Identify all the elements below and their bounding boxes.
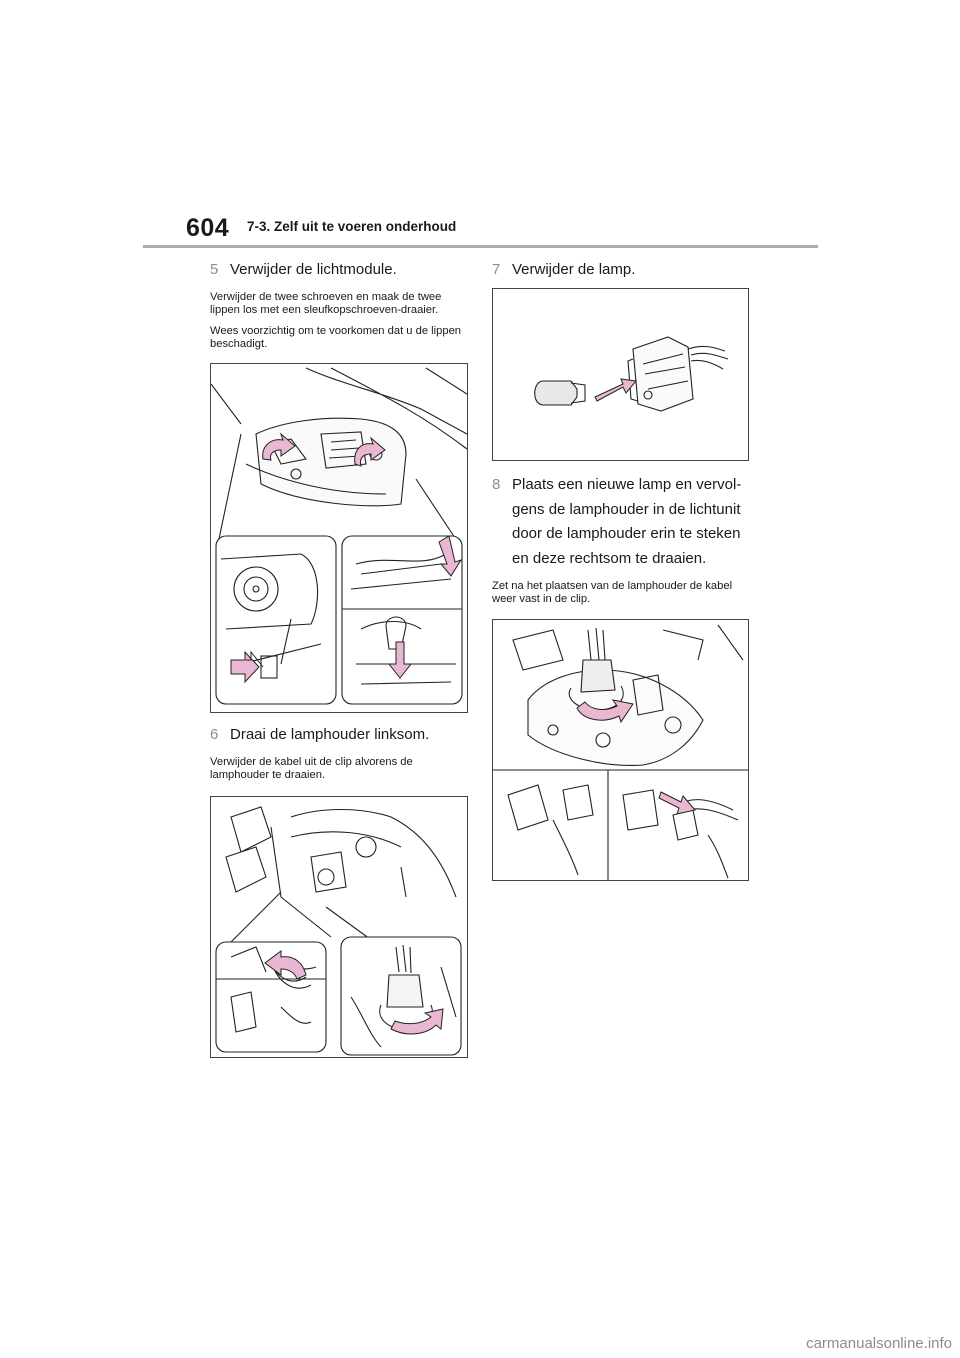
figure-install-lamp-holder (492, 619, 749, 881)
install-lamp-holder-illustration (493, 624, 748, 880)
step-7-number: 7 (492, 261, 501, 278)
figure-remove-bulb (492, 288, 749, 461)
step-8-title: Plaats een nieuwe lamp en vervol-gens de… (512, 476, 742, 567)
figure-lamp-holder-counterclockwise (210, 796, 468, 1058)
step-7-heading: 7 Verwijder de lamp. (492, 258, 750, 282)
figure-light-module (210, 363, 468, 713)
step-7-title: Verwijder de lamp. (512, 261, 636, 278)
remove-bulb-illustration (534, 336, 729, 412)
step-6-heading: 6 Draai de lamphouder linksom. (210, 723, 468, 747)
step-8-number: 8 (492, 476, 501, 493)
right-column: 7 Verwijder de lamp. 8 Plaats een nieuwe l… (492, 258, 750, 881)
left-column: 5 Verwijder de lichtmodule. Verwijder de … (210, 258, 468, 1058)
step-5-title: Verwijder de lichtmodule. (230, 261, 397, 278)
header-rule (143, 245, 818, 248)
step-6-title: Draai de lamphouder linksom. (230, 726, 430, 743)
step-6-number: 6 (210, 726, 219, 743)
step-8-heading: 8 Plaats een nieuwe lamp en vervol-gens d… (492, 473, 750, 571)
step-5-note-2: Wees voorzichtig om te voorkomen dat u d… (210, 325, 462, 350)
watermark: carmanualsonline.info (806, 1335, 952, 1352)
step-8-note-1: Zet na het plaatsen van de lamphouder de… (492, 580, 733, 605)
step-6-note-1: Verwijder de kabel uit de clip alvorens … (210, 756, 413, 781)
step-5-heading: 5 Verwijder de lichtmodule. (210, 258, 468, 282)
page-number: 604 (186, 214, 230, 242)
step-5-number: 5 (210, 261, 219, 278)
step-5-note-1: Verwijder de twee schroeven en maak de t… (210, 291, 442, 316)
section-title: 7-3. Zelf uit te voeren onderhoud (247, 219, 457, 234)
lamp-holder-counterclockwise-illustration (215, 806, 462, 1056)
light-module-illustration (211, 367, 467, 705)
